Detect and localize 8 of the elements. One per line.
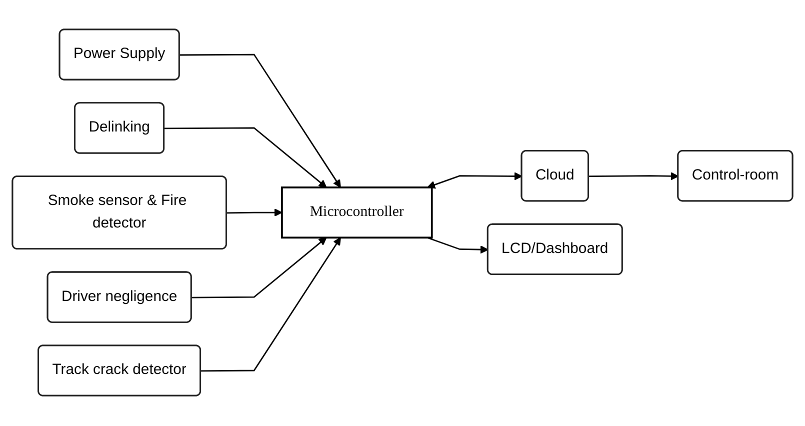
arrow: [200, 238, 341, 372]
arrow: [588, 172, 679, 181]
arrow: [164, 128, 327, 188]
arrow: [192, 238, 327, 299]
arrow: [180, 54, 341, 188]
arrow: [427, 172, 522, 190]
arrow: [226, 208, 282, 218]
node-box: Microcontroller: [281, 186, 433, 240]
